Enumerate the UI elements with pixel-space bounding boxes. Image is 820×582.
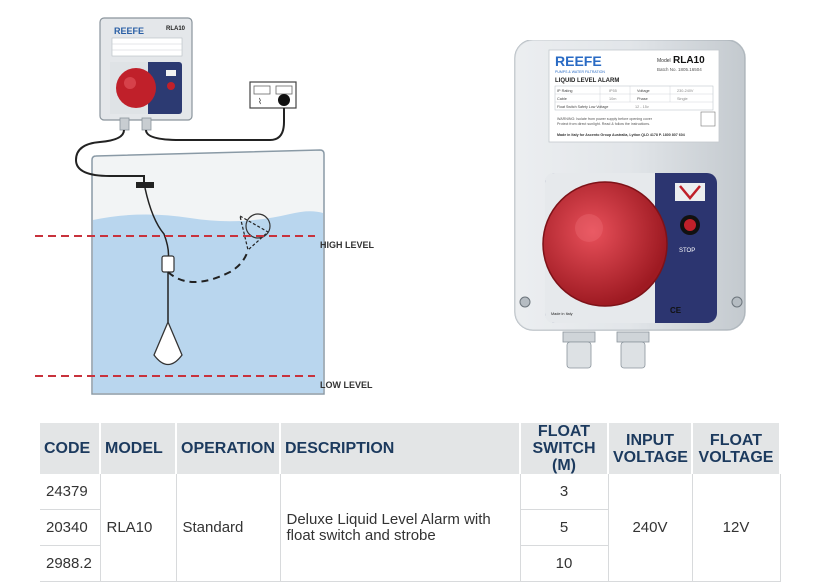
made-by-text: Made in Italy for Ascento Group Australi… (557, 133, 685, 137)
svg-text:⌇: ⌇ (258, 97, 262, 106)
panel-title: LIQUID LEVEL ALARM (555, 78, 619, 84)
header-float-voltage: FLOAT VOLTAGE (692, 423, 781, 474)
code-cell: 20340 (40, 509, 101, 546)
high-level-label: HIGH LEVEL (320, 240, 375, 250)
power-outlet: ⌇ (249, 81, 297, 109)
float-switch-cell: 10 (520, 545, 609, 582)
power-cable (145, 108, 285, 141)
header-model: MODEL (100, 423, 177, 474)
screw-icon (731, 296, 743, 308)
header-float-switch-line3: (M) (552, 457, 576, 474)
float-switch-cell: 3 (520, 474, 609, 510)
description-line2: float switch and strobe (286, 526, 436, 544)
code-cell: 24379 (40, 474, 101, 510)
stop-label: STOP (679, 248, 695, 254)
installation-diagram: REEFE RLA10 ⌇ HIGH LEVEL LOW LEVEL (35, 17, 375, 395)
input-voltage-cell: 240V (608, 474, 693, 582)
spec-cell: IP Rating (557, 89, 573, 93)
low-level-label: LOW LEVEL (320, 380, 373, 390)
header-code: CODE (40, 423, 101, 474)
float-raised (245, 213, 271, 239)
spec-cell: Cable (557, 97, 567, 101)
spec-cell: 12 - 15v (635, 105, 649, 109)
strobe-light (542, 181, 668, 307)
warning-line-2: Protect from direct sunlight. Read & fol… (557, 122, 650, 126)
header-description: DESCRIPTION (280, 423, 521, 474)
header-input-voltage: INPUT VOLTAGE (608, 423, 693, 474)
alarm-unit-small: REEFE RLA10 (99, 17, 193, 131)
table-row: 2988.2 10 (40, 545, 780, 582)
small-model: RLA10 (166, 26, 186, 32)
header-float-switch: FLOAT SWITCH (M) (520, 423, 609, 474)
float-swing-path (167, 249, 249, 283)
tank-water (93, 211, 323, 393)
model-prefix: Model (657, 58, 671, 64)
cable-weight (161, 255, 175, 273)
spec-cell: 230-240V (677, 89, 694, 93)
made-in-label: Made in Italy (551, 312, 573, 316)
product-model: RLA10 (673, 55, 705, 66)
header-float-voltage-line1: FLOAT (709, 431, 763, 449)
float-switch-cell: 5 (520, 509, 609, 546)
screw-icon (519, 296, 531, 308)
model-cell: RLA10 (100, 474, 177, 582)
spec-grid: IP Rating IP55 Voltage 230-240V Cable 10… (554, 85, 714, 111)
header-float-switch-line1: FLOAT (537, 423, 591, 440)
warning-line-1: WARNING: Isolate from power supply befor… (557, 117, 653, 121)
spec-cell: 10m (609, 97, 616, 101)
header-float-voltage-line2: VOLTAGE (698, 448, 774, 466)
float-hanging (153, 320, 183, 366)
spec-cell: Float Switch Safety Low Voltage (557, 105, 608, 109)
product-spec-table: CODE MODEL OPERATION DESCRIPTION FLOAT S… (40, 423, 781, 582)
product-brand: REEFE (555, 53, 602, 69)
header-input-voltage-line1: INPUT (626, 431, 674, 449)
small-brand: REEFE (114, 26, 144, 36)
header-operation: OPERATION (176, 423, 281, 474)
product-tagline: PUMPS & WATER FILTRATION (555, 70, 605, 74)
header-float-switch-line2: SWITCH (532, 440, 596, 457)
product-image: REEFE PUMPS & WATER FILTRATION Model RLA… (514, 40, 746, 369)
table-row: 24379 RLA10 Standard Deluxe Liquid Level… (40, 474, 781, 582)
description-line1: Deluxe Liquid Level Alarm with (286, 510, 491, 528)
batch-number: Batch No. 1805.16504 (657, 67, 702, 72)
spec-cell: Voltage (637, 89, 650, 93)
table-row: 20340 5 (40, 509, 780, 546)
description-cell: Deluxe Liquid Level Alarm with float swi… (280, 474, 521, 582)
spec-cell: Phase (637, 97, 648, 101)
spec-cell: IP55 (609, 89, 617, 93)
spec-cell: Single (677, 97, 688, 101)
table-header-row: CODE MODEL OPERATION DESCRIPTION FLOAT S… (40, 423, 781, 474)
cable-glands (562, 331, 650, 369)
float-voltage-cell: 12V (692, 474, 781, 582)
float-cable (74, 129, 145, 182)
header-input-voltage-line2: VOLTAGE (613, 448, 688, 466)
ce-mark: CE (670, 306, 682, 315)
operation-cell: Standard (176, 474, 281, 582)
code-cell: 2988.2 (40, 545, 101, 582)
